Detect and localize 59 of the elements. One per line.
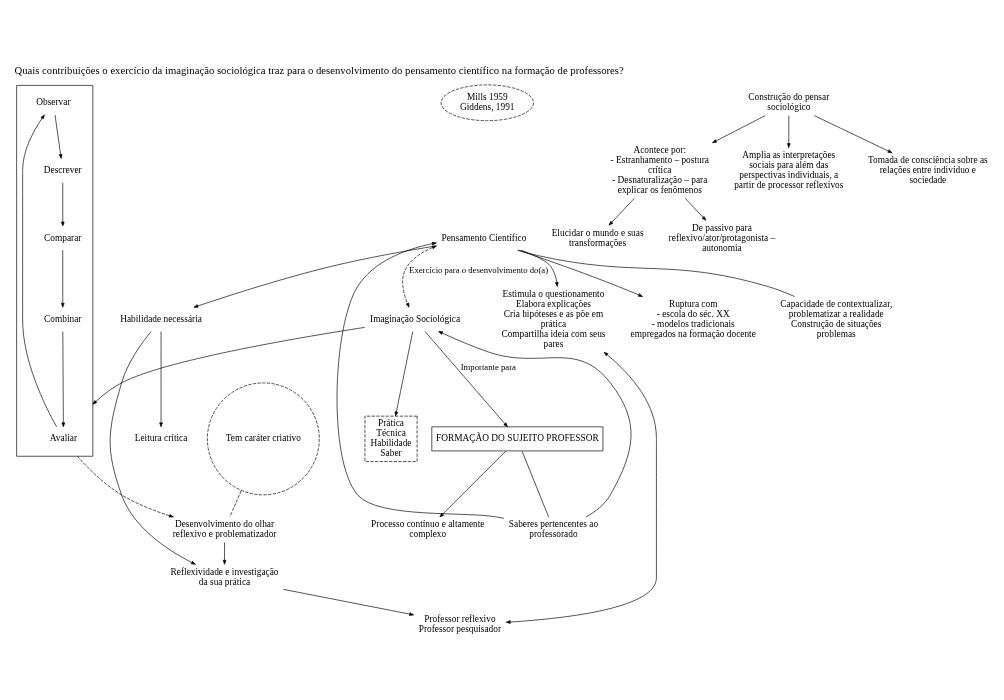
arrow <box>22 114 57 427</box>
node-text: Desenvolvimento do olhar reflexivo e problematizador <box>172 519 277 540</box>
edge-label: Importante para <box>460 361 516 372</box>
arrow <box>61 249 65 308</box>
arrow <box>92 327 366 405</box>
arrow <box>402 245 437 308</box>
node-text: Professor reflexivo Professor pesquisador <box>418 614 502 635</box>
edge-label: Exercício para o desenvolvimento do(a) <box>409 265 549 276</box>
node-ellipse: Mills 1959 Giddens, 1991 <box>440 84 534 121</box>
node-box: FORMAÇÃO DO SUJEITO PROFESSOR <box>431 426 604 452</box>
arrow <box>684 198 707 221</box>
node-text: De passivo para reflexivo/ator/protagonista – autonomia <box>668 222 776 253</box>
arrow <box>438 331 632 518</box>
diagram-title: Quais contribuições o exercício da imaginação sociológica traz para o desenvolvimento do pensamento científico na formação de professores? <box>14 63 624 76</box>
arrow <box>109 331 196 565</box>
arrow <box>813 115 893 154</box>
node-text: Habilidade necessária <box>120 313 202 324</box>
node-text: Elucidar o mundo e suas transformações <box>551 227 644 248</box>
node-text: Acontece por: - Estranhamento – postura crítica - Desnaturalização – para explicar os fenômenos <box>610 144 709 196</box>
connector <box>521 450 549 518</box>
node-text: Leitura crítica <box>134 433 188 444</box>
node-text: Combinar <box>44 313 82 324</box>
arrow <box>283 589 414 616</box>
arrow <box>76 455 174 518</box>
arrow <box>505 351 657 624</box>
arrow <box>394 331 414 417</box>
arrow <box>61 182 65 227</box>
node-text: Comparar <box>44 232 82 243</box>
node-text: Saberes pertencentes ao professorado <box>508 519 599 540</box>
node-circle: Tem caráter criativo <box>207 382 320 496</box>
node-text: Descrever <box>43 165 82 176</box>
cluster <box>16 85 94 457</box>
arrow <box>336 242 505 519</box>
node-text: Construção do pensar sociológico <box>748 92 830 113</box>
node-text: Reflexividade e investigação da sua prática <box>170 566 279 587</box>
arrow <box>61 331 66 428</box>
arrow <box>424 331 508 428</box>
node-text: Estimula o questionamento Elabora explicações Cria hipóteses e as põe em prática Compartilha ideia com seus pares <box>501 288 606 349</box>
node-text: Amplia as interpretações sociais para além das perspectivas individuais, a partir de processor reflexivos <box>734 149 844 191</box>
arrow <box>608 198 635 226</box>
arrow <box>54 114 63 159</box>
node-text: Ruptura com - escola do séc. XX - modelos tradicionais empregados na formação docente <box>630 298 756 339</box>
node-text: Observar <box>36 97 71 108</box>
node-box: Prática Técnica Habilidade Saber <box>364 415 418 462</box>
arrow <box>193 245 437 308</box>
node-text: Pensamento Científico <box>441 232 527 243</box>
node-text: Capacidade de contextualizar, problematizar a realidade Construção de situações problemas <box>780 298 893 339</box>
arrow <box>520 249 559 287</box>
connector <box>229 490 242 518</box>
arrow <box>439 450 507 518</box>
arrow <box>222 542 227 565</box>
node-text: Imaginação Sociológica <box>370 313 461 324</box>
arrow <box>712 115 766 144</box>
arrow <box>787 115 791 148</box>
arrow <box>159 331 163 428</box>
node-text: Avaliar <box>49 433 78 444</box>
connector <box>517 249 795 297</box>
node-text: Processo contínuo e altamente complexo <box>371 519 485 540</box>
node-text: Tomada de consciência sobre as relações entre indivíduo e sociedade <box>867 155 988 186</box>
